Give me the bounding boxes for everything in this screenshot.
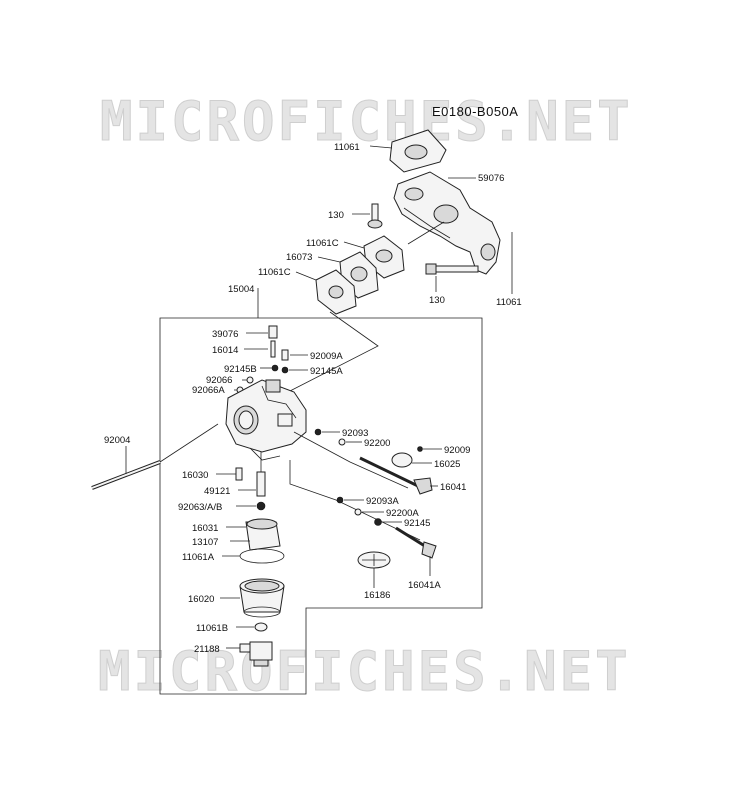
label-16025: 16025: [434, 459, 460, 470]
label-11061-right: 11061: [496, 297, 522, 308]
label-92063ab: 92063/A/B: [178, 502, 222, 513]
tube-49121: [256, 471, 266, 497]
gasket-11061c-lower: [315, 269, 357, 315]
label-39076: 39076: [212, 329, 238, 340]
label-59076: 59076: [478, 173, 504, 184]
label-92145a: 92145A: [310, 366, 343, 377]
shaft-16041: [359, 456, 433, 495]
diagram-code: E0180-B050A: [432, 104, 518, 119]
label-130-lower: 130: [429, 295, 445, 306]
label-92066a: 92066A: [192, 385, 225, 396]
label-92200: 92200: [364, 438, 390, 449]
label-16186: 16186: [364, 590, 390, 601]
label-16020: 16020: [188, 594, 214, 605]
solenoid-21188: [239, 641, 273, 667]
plug-92066: [246, 376, 254, 384]
gasket-11061-top: [389, 129, 447, 173]
label-92093a: 92093A: [366, 496, 399, 507]
choke-plate-16186: [357, 551, 391, 569]
gasket-11061a: [239, 548, 285, 564]
label-92145: 92145: [404, 518, 430, 529]
label-16041: 16041: [440, 482, 466, 493]
label-11061a: 11061A: [182, 552, 215, 563]
label-16030: 16030: [182, 470, 208, 481]
alignment-line: [287, 311, 379, 393]
spring-92145b: [271, 364, 279, 372]
assembly-outline: [159, 317, 483, 695]
label-92200a: 92200A: [386, 508, 419, 519]
label-92093: 92093: [342, 428, 368, 439]
seal-92200: [338, 438, 346, 446]
watermark-bottom: MICROFICHES.NET: [98, 640, 631, 703]
label-21188: 21188: [194, 644, 220, 655]
needle-16014: [270, 340, 276, 358]
leader-11061c-lower: [295, 271, 317, 281]
carburetor-body: [225, 379, 307, 461]
bolt-130-lower: [425, 263, 479, 275]
plate-16025: [391, 452, 413, 468]
shaft-92004: [91, 460, 161, 490]
shaft-leader: [159, 423, 219, 463]
leader-11061-top: [369, 145, 393, 149]
float-16031: [245, 518, 281, 551]
leader-11061c-upper: [343, 241, 365, 249]
label-16014: 16014: [212, 345, 238, 356]
seal-92200a: [354, 508, 362, 516]
float-bowl-16020: [239, 578, 285, 618]
label-11061c-lower: 11061C: [258, 267, 291, 278]
label-49121: 49121: [204, 486, 230, 497]
throttle-shaft-line: [293, 431, 409, 489]
leader-16073: [317, 256, 341, 263]
choke-shaft-16041a: [395, 526, 437, 559]
screw-92009: [417, 446, 423, 452]
label-92009: 92009: [444, 445, 470, 456]
bolt-130-upper: [367, 203, 383, 229]
label-16041a: 16041A: [408, 580, 441, 591]
screw-16030: [235, 467, 243, 481]
washer-92093a: [336, 496, 344, 504]
washer-92093: [314, 428, 322, 436]
washer-11061b: [254, 622, 268, 632]
label-11061b: 11061B: [196, 623, 228, 634]
spring-92145a: [281, 366, 289, 374]
label-92066: 92066: [206, 375, 232, 386]
label-92145b: 92145B: [224, 364, 257, 375]
label-13107: 13107: [192, 537, 218, 548]
watermark-top: MICROFICHES.NET: [100, 90, 633, 153]
gasket-92063: [256, 501, 266, 511]
label-92004: 92004: [104, 435, 130, 446]
label-16031: 16031: [192, 523, 218, 534]
label-11061-top: 11061: [334, 142, 360, 153]
label-16073: 16073: [286, 252, 312, 263]
label-11061c-upper: 11061C: [306, 238, 339, 249]
alignment-line-2: [407, 221, 445, 245]
label-130-upper: 130: [328, 210, 344, 221]
screw-92009a: [281, 349, 289, 361]
intake-manifold-59076: [393, 171, 501, 275]
spring-92145: [374, 518, 382, 526]
label-15004: 15004: [228, 284, 254, 295]
label-92009a: 92009A: [310, 351, 343, 362]
part-labels: 11061 59076 130 11061C 16073 11061C 130 …: [104, 142, 522, 655]
cap-39076: [268, 325, 278, 339]
